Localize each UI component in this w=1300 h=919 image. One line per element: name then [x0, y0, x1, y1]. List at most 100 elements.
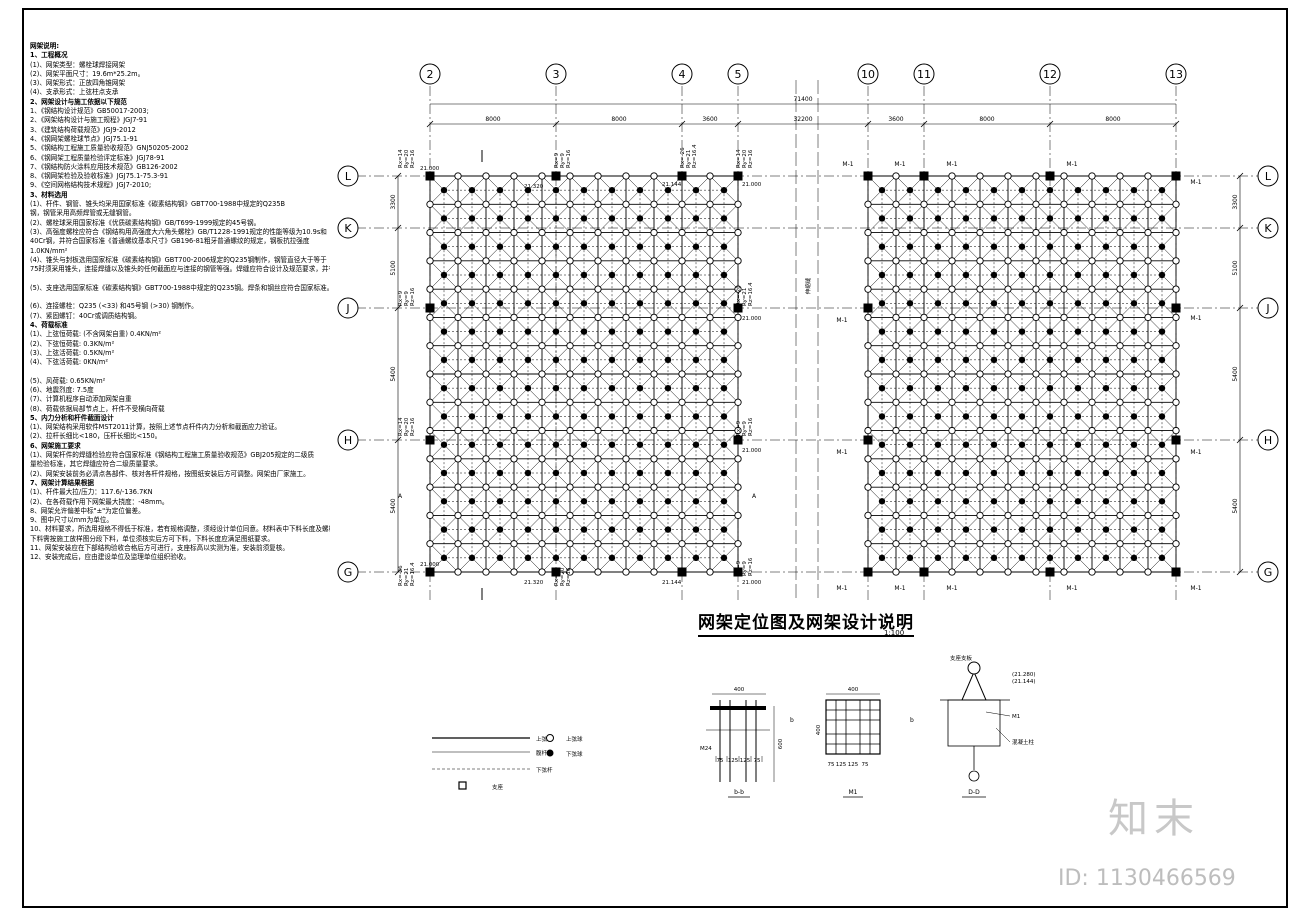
- lower-node: [608, 186, 616, 194]
- upper-node: [892, 398, 900, 406]
- lower-node: [1102, 469, 1110, 477]
- upper-node: [622, 483, 630, 491]
- upper-node: [1144, 313, 1152, 322]
- lower-node: [524, 186, 532, 194]
- note-line: 4、荷载标准: [30, 320, 68, 329]
- upper-node: [892, 257, 900, 265]
- lower-node: [962, 356, 970, 364]
- upper-node: [948, 285, 956, 293]
- lower-node: [1102, 356, 1110, 364]
- detail-dd-plate: M1: [1012, 714, 1020, 720]
- upper-node: [538, 540, 546, 548]
- upper-node: [622, 200, 630, 208]
- axis-label-col: 12: [1043, 68, 1057, 81]
- lower-node: [962, 413, 970, 420]
- lower-node: [664, 469, 672, 477]
- upper-node: [566, 228, 574, 237]
- upper-node: [920, 285, 928, 293]
- upper-node: [622, 370, 630, 378]
- upper-node: [594, 342, 602, 350]
- lower-node: [720, 328, 728, 335]
- lower-node: [468, 300, 476, 307]
- upper-node: [1032, 370, 1040, 378]
- drawing-frame: [22, 8, 1288, 908]
- upper-node: [1004, 342, 1012, 350]
- dim-tick: [1046, 120, 1054, 128]
- lower-node: [580, 328, 588, 335]
- lower-node: [720, 413, 728, 420]
- upper-node: [1116, 285, 1124, 293]
- note-line: (4)、下弦活荷载: 0KN/m²: [30, 358, 108, 367]
- upper-node: [734, 426, 742, 435]
- lower-node: [468, 271, 476, 279]
- upper-node: [1032, 540, 1040, 548]
- lower-node: [990, 300, 998, 307]
- upper-node: [1032, 257, 1040, 265]
- axis-bubble-col: [913, 63, 935, 85]
- upper-node: [1088, 200, 1096, 208]
- support-mark-m1: M-1: [1190, 179, 1201, 186]
- upper-node: [622, 313, 630, 322]
- upper-node: [594, 257, 602, 265]
- lower-node: [524, 243, 532, 250]
- axis-bubble-row: [1257, 561, 1279, 583]
- reaction-label: Rz=16: [566, 567, 572, 586]
- node-elevation: 21.320: [524, 184, 544, 190]
- upper-node: [482, 455, 490, 463]
- dim-tick: [394, 304, 402, 312]
- support-node: [863, 303, 873, 313]
- lower-node: [720, 215, 728, 222]
- lower-node: [524, 328, 532, 335]
- upper-node: [1088, 483, 1096, 491]
- upper-node: [482, 172, 490, 180]
- upper-node: [1088, 172, 1096, 180]
- detail-dd-column: [947, 699, 1001, 747]
- lower-node: [878, 469, 886, 477]
- upper-node: [1144, 342, 1152, 350]
- upper-node: [594, 455, 602, 463]
- detail-dd-note: 混凝土柱: [1012, 738, 1035, 746]
- upper-node: [678, 540, 686, 548]
- upper-node: [920, 455, 928, 463]
- support-mark-m1: M-1: [946, 161, 957, 168]
- axis-label-row: L: [1265, 170, 1272, 183]
- upper-node: [426, 426, 434, 435]
- lower-node: [440, 469, 448, 477]
- axis-label-col: 2: [427, 68, 434, 81]
- lower-node: [1158, 384, 1166, 392]
- upper-node: [622, 228, 630, 237]
- upper-node: [454, 370, 462, 378]
- axis-label-row: H: [1264, 434, 1272, 447]
- node-elevation: 21.144: [662, 182, 682, 188]
- upper-node: [1172, 511, 1180, 520]
- lower-node: [934, 243, 942, 250]
- upper-node: [678, 370, 686, 378]
- axis-label-row: K: [344, 222, 352, 235]
- lower-node: [440, 328, 448, 335]
- reaction-label: Rx=9: [736, 420, 742, 436]
- upper-node: [1032, 228, 1040, 237]
- section-mark-a: A: [752, 493, 757, 500]
- lower-node: [878, 300, 886, 307]
- upper-node: [678, 285, 686, 293]
- lower-node: [1046, 271, 1054, 279]
- upper-node: [622, 398, 630, 406]
- note-line: (7)、紧固螺钉：40Cr或调质结构钢。: [30, 311, 141, 320]
- watermark-brand: 知末: [1108, 796, 1200, 842]
- lower-node: [934, 356, 942, 364]
- lower-node: [468, 441, 476, 448]
- upper-node: [454, 455, 462, 463]
- upper-node: [510, 426, 518, 435]
- lower-node: [720, 554, 728, 562]
- lower-node: [990, 554, 998, 562]
- dim-tick: [1172, 120, 1180, 128]
- lower-node: [1074, 469, 1082, 477]
- axis-label-row: K: [1264, 222, 1272, 235]
- lower-node: [1018, 554, 1026, 562]
- lower-node: [580, 469, 588, 477]
- upper-node: [892, 370, 900, 378]
- upper-node: [1060, 228, 1068, 237]
- lower-node: [468, 526, 476, 533]
- reaction-label: Ry=9: [742, 561, 748, 576]
- upper-node: [1172, 483, 1180, 491]
